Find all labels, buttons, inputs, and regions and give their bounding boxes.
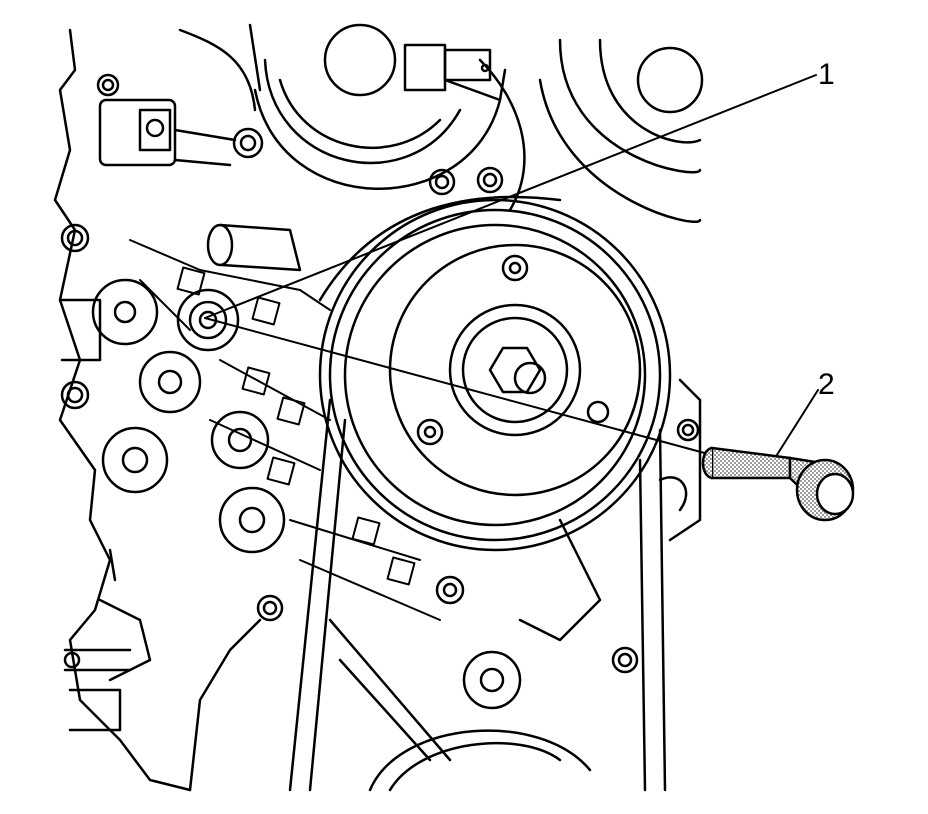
lower-pulley — [328, 618, 592, 792]
sensor — [96, 73, 237, 167]
right-bracket — [518, 378, 702, 642]
target-bolt-hole — [176, 288, 240, 352]
leader-line-1 — [204, 74, 817, 319]
crankshaft-pulley — [318, 198, 672, 552]
leader-line-2a — [204, 317, 713, 456]
callout-label-1: 1 — [818, 58, 835, 91]
coolant-pipe — [206, 223, 302, 272]
upper-idler-pulley — [253, 23, 526, 212]
mounting-bosses — [91, 278, 522, 710]
special-tool — [701, 446, 855, 522]
bolts — [60, 127, 700, 674]
harness — [63, 548, 132, 732]
cover-ribs — [129, 239, 441, 621]
engine-block-outline — [53, 23, 262, 792]
callout-label-2: 2 — [818, 368, 835, 401]
leader-line-2b — [774, 389, 819, 459]
upper-right-pulley — [538, 38, 704, 224]
connector — [403, 43, 507, 102]
drive-belt — [288, 195, 667, 792]
leader-lines — [204, 74, 819, 459]
